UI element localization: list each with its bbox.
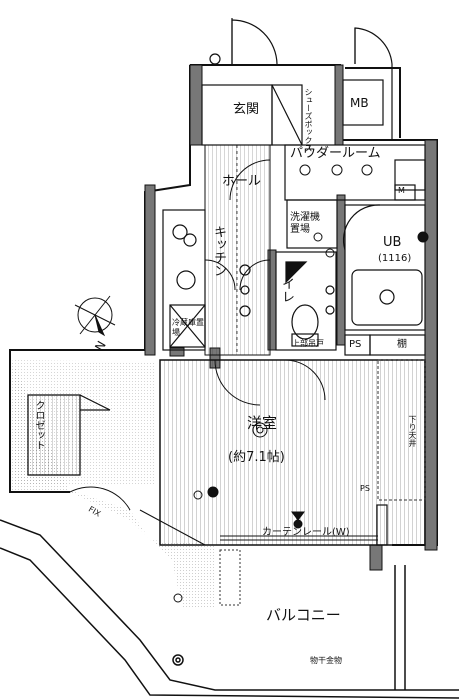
- ps-inner-label: PS: [349, 339, 362, 350]
- wall-blocks: [144, 64, 438, 571]
- western-room-label: 洋室: [247, 414, 278, 432]
- western-room-floor: [159, 359, 426, 546]
- ceiling-drop-label: 下り天井: [408, 415, 417, 447]
- powder-fixtures: [299, 164, 429, 258]
- compass-rose: [74, 295, 116, 337]
- hall-label: ホール: [222, 174, 262, 189]
- balcony-railing: [0, 519, 459, 699]
- toilet-room: [275, 251, 337, 351]
- hall: [204, 144, 271, 356]
- m-mark-label: M: [398, 186, 405, 195]
- closet: [27, 394, 111, 476]
- room-fixtures: [173, 422, 305, 603]
- ub-label: UB: [383, 235, 402, 250]
- sanitary-zone: [284, 144, 426, 331]
- drying-rod-label: 物干金物: [310, 656, 342, 665]
- fridge-label: 冷蔵庫置場: [172, 318, 204, 337]
- shoe-cabinet-label: シューズボックス: [304, 88, 313, 152]
- ub-size-label: (1116): [378, 253, 412, 264]
- curtain-rail-label: カーテンレール(W): [262, 527, 350, 538]
- entrance-doors: [209, 18, 393, 140]
- kitchen-label: キッチン: [211, 225, 226, 277]
- entrance-label: 玄関: [233, 102, 260, 117]
- closet-label: クロゼット: [33, 400, 44, 450]
- washer-label: 洗濯機置場: [290, 212, 320, 235]
- balcony-label: バルコニー: [266, 606, 341, 624]
- entrance-area: [201, 79, 384, 146]
- shelf-ps: [344, 334, 426, 546]
- ps-outer-label: PS: [360, 484, 370, 493]
- western-room-size-label: (約7.1帖): [228, 450, 285, 465]
- mb-label: MB: [350, 96, 369, 110]
- kitchen: [162, 209, 251, 351]
- interior-doors: [69, 159, 326, 546]
- toilet-label: トイレ: [279, 264, 294, 303]
- shelf-label: 棚: [397, 339, 407, 350]
- upper-cabinet-label: 上部吊戸: [292, 339, 324, 348]
- powder-room-label: パウダールーム: [290, 146, 381, 161]
